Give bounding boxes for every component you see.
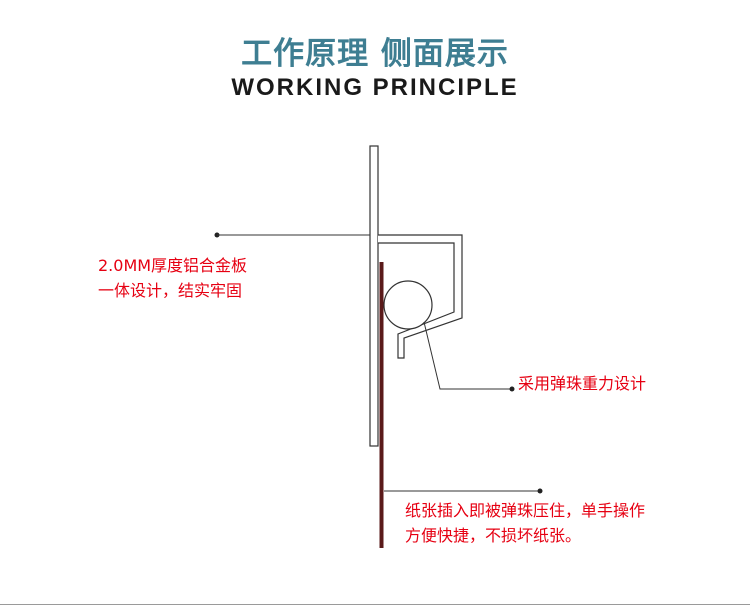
aluminum-plate [369,145,379,447]
ball-annotation: 采用弹珠重力设计 [518,371,646,396]
leader-dot-paper [537,488,543,494]
paper-sheet [379,262,384,548]
leader-dot-ball [509,386,515,392]
paper-annotation: 纸张插入即被弹珠压住，单手操作 方便快捷，不损坏纸张。 [405,498,645,548]
plate-annotation-line2: 一体设计，结实牢固 [98,281,243,300]
plate-annotation: 2.0MM厚度铝合金板 一体设计，结实牢固 [98,253,247,303]
plate-annotation-line1: 2.0MM厚度铝合金板 [98,256,248,275]
clip-profile [378,234,463,359]
marble-ball [383,280,433,330]
page-title: 工作原理 侧面展示 [241,36,509,72]
bottom-divider [0,604,750,605]
ball-annotation-text: 采用弹珠重力设计 [518,374,647,393]
paper-annotation-line2: 方便快捷，不损坏纸张。 [405,526,582,545]
page-subtitle: WORKING PRINCIPLE [231,74,519,101]
leader-line-ball [423,321,512,390]
paper-annotation-line1: 纸张插入即被弹珠压住，单手操作 [405,501,646,520]
